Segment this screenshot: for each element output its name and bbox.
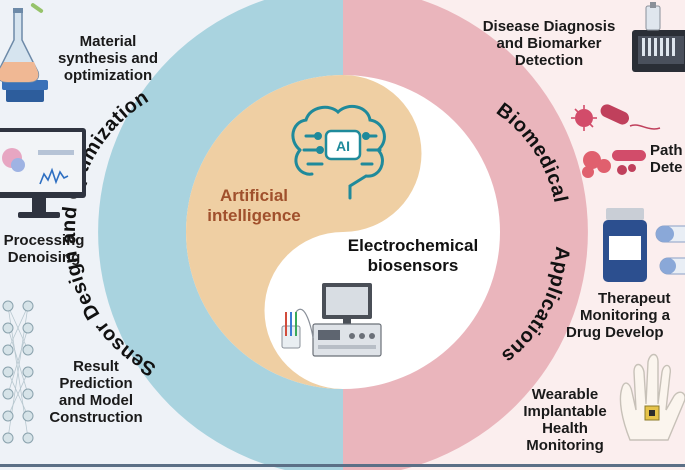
label-line: Drug Develop	[566, 324, 664, 341]
label-line: Processing	[3, 232, 85, 249]
ec-label-line2: biosensors	[367, 256, 459, 275]
ec-label-line1: Electrochemical	[347, 236, 479, 255]
flask-icon	[0, 3, 48, 102]
label-line: Denoising	[7, 249, 81, 266]
label-line: Wearable	[531, 386, 599, 403]
ai-badge-text: AI	[336, 138, 350, 154]
ai-label-line1: Artificial	[219, 186, 289, 205]
label-line: Health	[542, 420, 588, 437]
processing-denoising-label: Processing Denoising	[0, 232, 100, 266]
label-line: Monitoring	[526, 437, 604, 454]
label-line: Construction	[49, 409, 143, 426]
bottom-divider	[0, 464, 685, 467]
ai-brain-icon	[291, 104, 386, 200]
material-synthesis-label: Material synthesis and optimization	[46, 33, 170, 84]
wearable-hand-icon	[619, 353, 685, 441]
pathogen-detection-label: Path Dete	[650, 142, 685, 176]
label-line: Result	[73, 358, 119, 375]
ai-label-line2: intelligence	[207, 206, 301, 225]
lab-analyzer-icon	[632, 2, 685, 72]
label-line: synthesis and	[57, 50, 159, 67]
result-prediction-label: Result Prediction and Model Construction	[34, 358, 158, 426]
label-line: Dete	[650, 159, 683, 176]
drug-bottle-pills-icon	[603, 208, 685, 282]
label-line: Material	[79, 33, 137, 50]
label-line: Implantable	[523, 403, 607, 420]
neural-network-icon	[2, 300, 34, 444]
label-line: Therapeut	[598, 290, 671, 307]
electrochemical-biosensors-label: Electrochemical biosensors	[328, 236, 498, 276]
label-line: Prediction	[59, 375, 133, 392]
therapeutic-monitoring-label: Therapeut Monitoring a Drug Develop	[566, 290, 685, 341]
label-line: Monitoring a	[580, 307, 670, 324]
computer-monitor-icon	[0, 128, 86, 218]
label-line: Path	[650, 142, 683, 159]
label-line: and Biomarker	[496, 35, 602, 52]
pathogens-icon	[571, 104, 661, 178]
label-line: and Model	[58, 392, 134, 409]
disease-diagnosis-label: Disease Diagnosis and Biomarker Detectio…	[474, 18, 624, 69]
wearable-monitoring-label: Wearable Implantable Health Monitoring	[508, 386, 622, 454]
label-line: optimization	[63, 67, 153, 84]
ai-half-shape	[186, 75, 422, 389]
label-line: Detection	[514, 52, 584, 69]
electrochemical-workstation-icon	[281, 283, 382, 357]
label-line: Disease Diagnosis	[482, 18, 616, 35]
ai-label: Artificial intelligence	[194, 186, 314, 226]
